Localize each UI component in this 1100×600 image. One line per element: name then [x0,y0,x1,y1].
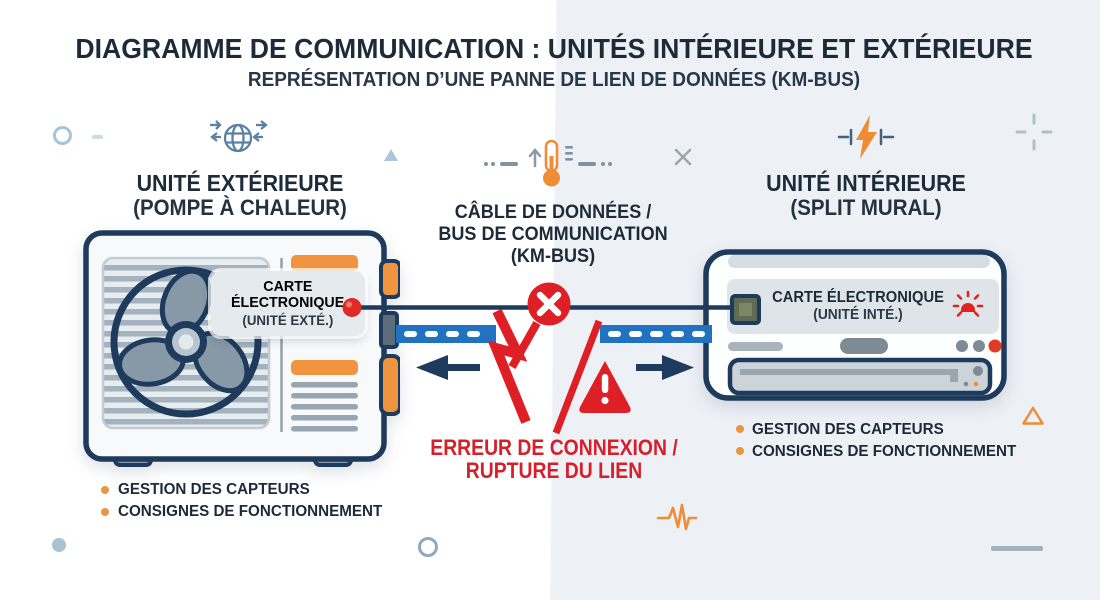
direction-arrows [416,355,694,380]
outdoor-bullet-dot-1 [101,486,109,494]
indoor-title: UNITÉ INTÉRIEURE [766,170,966,196]
decor-dot-bottomleft [52,538,66,552]
outdoor-bullet-dot-2 [101,508,109,516]
decor-triangle-blue [384,149,398,161]
outdoor-side-tab-top [379,259,400,299]
outdoor-side-tab-bottom [379,354,400,416]
outdoor-board-line2: ÉLECTRONIQUE [231,294,345,312]
thermometer-icon [484,139,612,187]
indoor-cable-port [730,294,761,325]
error-line2: RUPTURE DU LIEN [465,458,643,483]
indoor-vent [727,357,993,396]
pulse-icon [656,503,698,531]
page-subtitle: REPRÉSENTATION D’UNE PANNE DE LIEN DE DO… [247,69,861,91]
link-title-line1: CÂBLE DE DONNÉES / [454,202,652,223]
outdoor-board-line1: CARTE [263,277,313,295]
outdoor-bullet-1: GESTION DES CAPTEURS [118,481,310,498]
link-title-line3: (KM-BUS) [510,246,596,267]
outdoor-subtitle: (POMPE À CHALEUR) [133,195,347,220]
outdoor-board-pin [342,298,362,317]
lightning-connector-icon [837,115,895,159]
link-title-line2: BUS DE COMMUNICATION [438,224,668,245]
indoor-board-panel [727,279,999,334]
fan-blades [117,268,250,394]
indoor-subtitle: (SPLIT MURAL) [790,195,942,220]
decor-crosshair [1015,113,1053,151]
decor-x-mark [674,148,692,166]
error-line1: ERREUR DE CONNEXION / [430,435,678,460]
decor-triangle-orange [1022,406,1044,425]
alarm-icon [952,290,984,317]
indoor-board-line1: CARTE ÉLECTRONIQUE [772,289,944,306]
globe-icon [210,120,268,153]
outdoor-bullet-2: CONSIGNES DE FONCTIONNEMENT [118,503,383,520]
decor-ring-topleft [53,126,72,145]
decor-ring-bottom [418,537,438,557]
decor-bar-bottomright [991,546,1043,551]
error-x-badge [527,282,571,326]
warning-triangle-icon [579,361,631,413]
indoor-bullet-dot-1 [736,425,744,433]
indoor-bullet-dot-2 [736,447,744,455]
indoor-unit-illustration [703,249,1007,401]
indoor-bullet-2: CONSIGNES DE FONCTIONNEMENT [752,443,1017,460]
outdoor-board-label: CARTE ÉLECTRONIQUE (UNITÉ EXTÉ.) [211,271,365,336]
outdoor-board-line3: (UNITÉ EXTÉ.) [242,311,334,328]
decor-dash-topleft [92,135,103,139]
break-bolt [487,308,603,435]
outdoor-title: UNITÉ EXTÉRIEURE [136,170,344,196]
indoor-status-led [988,339,1002,353]
indoor-bullet-1: GESTION DES CAPTEURS [752,421,944,438]
indoor-board-line2: (UNITÉ INTÉ.) [813,307,903,323]
page-title: DIAGRAMME DE COMMUNICATION : UNITÉS INTÉ… [75,33,1033,64]
